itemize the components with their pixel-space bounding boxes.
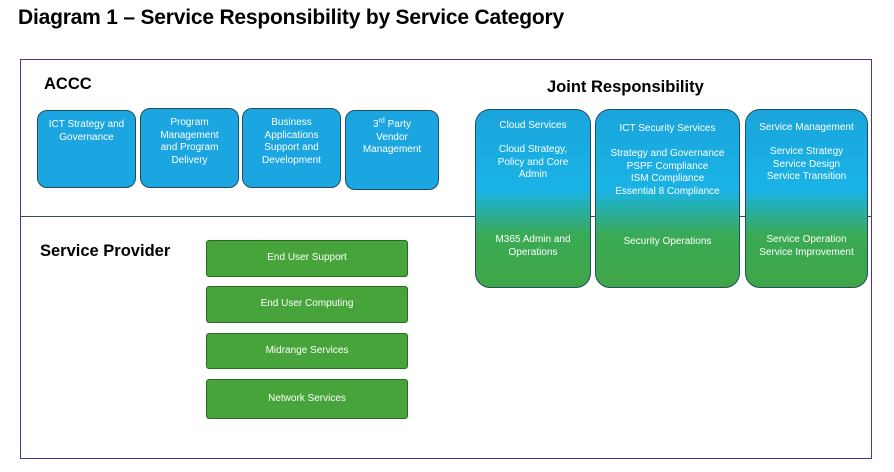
joint-box-ict-security: ICT Security Services Strategy and Gover… [595,109,740,288]
box-line: Essential 8 Compliance [615,185,720,197]
box-line: Support and [264,142,319,153]
joint-box-cloud-services: Cloud Services Cloud Strategy, Policy an… [475,109,591,288]
box-line: Admin [518,169,548,180]
box-top-section: Service Strategy Service Design Service … [746,146,867,184]
box-line: Delivery [171,154,208,166]
box-line: Management [362,144,422,155]
box-bottom-section: Security Operations [596,236,739,249]
accc-box-vendor-management: 3rd Party Vendor Management [345,110,439,190]
box-bottom-section: Service Operation Service Improvement [746,234,867,259]
box-header: Cloud Services [499,120,567,131]
box-line-rest: Party [384,119,411,130]
box-line: Vendor [376,131,408,143]
box-line: Service Design [772,158,841,170]
box-top-section: Cloud Strategy, Policy and Core Admin [476,144,590,182]
section-divider [20,216,872,217]
diagram-frame [20,59,872,459]
box-top-section: Strategy and Governance PSPF Compliance … [596,148,739,198]
accc-box-program-management: Program Management and Program Delivery [140,108,239,188]
box-line: Service Improvement [759,246,854,258]
box-line-prefix: 3 [373,119,379,130]
box-line: Service Transition [766,171,847,182]
box-line: Governance [59,131,114,143]
superscript: rd [378,117,385,125]
provider-box-network-services: Network Services [206,379,408,419]
box-line: Development [262,154,321,166]
box-line: ISM Compliance [630,173,705,184]
provider-box-end-user-computing: End User Computing [206,286,408,323]
provider-box-end-user-support: End User Support [206,240,408,277]
box-line: Business [271,117,312,128]
accc-box-ict-strategy: ICT Strategy and Governance [37,110,136,188]
joint-box-service-management: Service Management Service Strategy Serv… [745,109,868,288]
box-line: Applications [264,129,319,141]
box-line: and Program [160,142,219,153]
box-line: PSPF Compliance [626,160,709,172]
box-line: Service Strategy [769,146,844,157]
box-line: Strategy and Governance [610,148,725,159]
box-line: Management [160,129,219,141]
box-header: Service Management [759,122,854,133]
provider-box-midrange-services: Midrange Services [206,333,408,369]
box-line: Program [170,117,209,128]
box-line: Operations [508,246,558,258]
box-line: Security Operations [623,236,712,247]
box-line: Policy and Core [497,156,569,168]
box-line: Cloud Strategy, [498,144,568,155]
diagram-title: Diagram 1 – Service Responsibility by Se… [18,6,564,29]
box-line: 3rd Party [346,117,438,132]
service-provider-label: Service Provider [40,242,171,260]
joint-responsibility-label: Joint Responsibility [547,78,704,96]
box-header: ICT Security Services [619,123,716,134]
box-line: Service Operation [766,234,847,245]
accc-label: ACCC [44,75,92,93]
box-bottom-section: M365 Admin and Operations [476,234,590,259]
box-line: ICT Strategy and [48,119,125,130]
accc-box-business-applications: Business Applications Support and Develo… [242,108,341,188]
box-line: M365 Admin and [495,234,571,245]
